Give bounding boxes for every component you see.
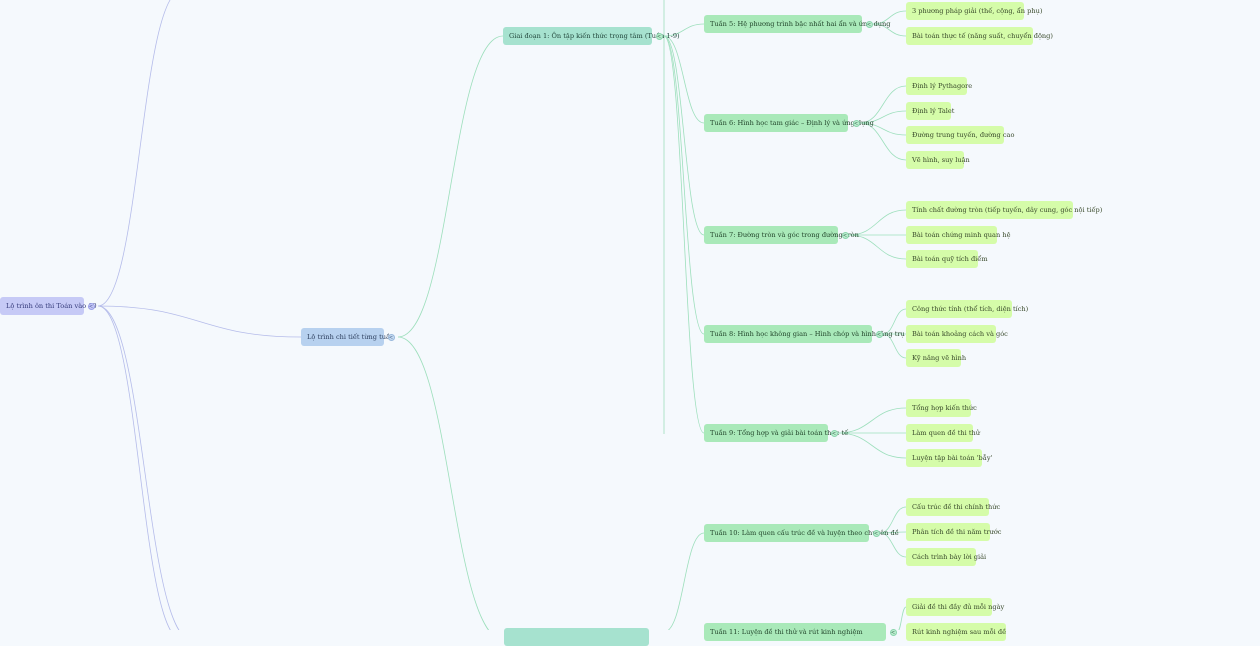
connector-week-5-leaf-3: [837, 432, 907, 459]
connector-week-3-leaf-1: [848, 209, 907, 236]
week-2-topic-2[interactable]: Định lý Talet: [906, 102, 954, 120]
connector-week-1-leaf-2: [872, 23, 907, 37]
week-3-topic-2[interactable]: Bài toán chứng minh quan hệ: [906, 226, 1010, 244]
week-2-topic-3[interactable]: Đường trung tuyến, đường cao: [906, 126, 1014, 144]
week-node-1[interactable]: Tuần 5: Hệ phương trình bậc nhất hai ẩn …: [704, 15, 891, 33]
week-2-topic-1[interactable]: Định lý Pythagore: [906, 77, 972, 95]
root-node[interactable]: Lộ trình ôn thi Toán vào 10: [0, 297, 97, 315]
connector-stage-to-week-2: [663, 35, 705, 124]
connector-week-2-leaf-4: [859, 122, 907, 161]
week-6-collapse-toggle[interactable]: <: [872, 529, 880, 537]
week-4-topic-2[interactable]: Bài toán khoảng cách và góc: [906, 325, 1008, 343]
branch-weekly-node[interactable]: Lộ trình chi tiết từng tuần: [301, 328, 394, 346]
connector-week-1-leaf-1: [872, 10, 907, 25]
connector-stage-to-week-6: [667, 532, 705, 630]
week-5-topic-2[interactable]: Làm quen đề thi thử: [906, 424, 980, 442]
week-3-topic-1[interactable]: Tính chất đường tròn (tiếp tuyến, dây cu…: [906, 201, 1102, 219]
mindmap-connectors: [97, 0, 907, 630]
stage1-collapse-toggle[interactable]: <: [655, 32, 663, 40]
connector-week-6-leaf-2: [879, 531, 907, 534]
week-node-3[interactable]: Tuần 7: Đường tròn và góc trong đường tr…: [704, 226, 859, 244]
connector-branch-to-stage2: [397, 336, 490, 630]
connector-week-3-leaf-3: [848, 234, 907, 260]
week-3-collapse-toggle[interactable]: <: [841, 231, 849, 239]
connector-week-4-leaf-3: [882, 333, 907, 359]
week-node-4[interactable]: Tuần 8: Hình học không gian – Hình chóp …: [704, 325, 905, 343]
connector-week-2-leaf-1: [859, 85, 907, 124]
week-1-topic-2[interactable]: Bài toán thực tế (năng suất, chuyển động…: [906, 27, 1053, 45]
week-2-topic-4[interactable]: Vẽ hình, suy luận: [906, 151, 970, 169]
connector-root-to-branch: [97, 305, 302, 338]
connector-week-6-leaf-3: [879, 532, 907, 558]
week-node-6[interactable]: Tuần 10: Làm quen cấu trúc đề và luyện t…: [704, 524, 899, 542]
week-6-topic-1[interactable]: Cấu trúc đề thi chính thức: [906, 498, 1000, 516]
connector-root-upper-branch: [97, 0, 171, 307]
week-4-topic-1[interactable]: Công thức tính (thể tích, diện tích): [906, 300, 1028, 318]
connector-stage-to-week-5: [663, 35, 705, 434]
connector-stage-to-week-1: [663, 23, 705, 37]
week-1-topic-1[interactable]: 3 phương pháp giải (thế, cộng, ẩn phụ): [906, 2, 1042, 20]
week-6-topic-2[interactable]: Phân tích đề thi năm trước: [906, 523, 1001, 541]
connector-week-4-leaf-1: [882, 308, 907, 335]
connector-week-7-leaf-1: [898, 606, 907, 630]
connector-branch-to-stage1: [397, 35, 504, 338]
week-6-topic-3[interactable]: Cách trình bày lời giải: [906, 548, 986, 566]
connector-week-5-leaf-1: [837, 407, 907, 434]
week-1-collapse-toggle[interactable]: <: [865, 20, 873, 28]
week-node-7[interactable]: Tuần 11: Luyện đề thi thử và rút kinh ng…: [704, 623, 886, 641]
week-node-2[interactable]: Tuần 6: Hình học tam giác – Định lý và ứ…: [704, 114, 874, 132]
connector-week-6-leaf-1: [879, 506, 907, 534]
stage1-node[interactable]: Giai đoạn 1: Ôn tập kiến thức trọng tâm …: [503, 27, 680, 45]
connector-week-2-leaf-2: [859, 110, 907, 124]
connector-stage-to-week-3: [663, 35, 705, 236]
week-5-topic-3[interactable]: Luyện tập bài toán 'bẫy': [906, 449, 992, 467]
connector-root-lower-branch-1: [97, 305, 171, 630]
week-5-topic-1[interactable]: Tổng hợp kiến thức: [906, 399, 977, 417]
connector-root-lower-branch-2: [97, 305, 180, 630]
week-2-collapse-toggle[interactable]: <: [852, 119, 860, 127]
branch-collapse-toggle[interactable]: <: [387, 333, 395, 341]
week-7-topic-1[interactable]: Giải đề thi đầy đủ mỗi ngày: [906, 598, 1004, 616]
week-4-topic-3[interactable]: Kỹ năng vẽ hình: [906, 349, 966, 367]
week-3-topic-3[interactable]: Bài toán quỹ tích điểm: [906, 250, 988, 268]
stage2-node-partial[interactable]: [504, 628, 649, 646]
week-7-topic-2[interactable]: Rút kinh nghiệm sau mỗi đề: [906, 623, 1006, 641]
root-collapse-toggle[interactable]: <: [87, 302, 95, 310]
week-4-collapse-toggle[interactable]: <: [875, 330, 883, 338]
week-node-5[interactable]: Tuần 9: Tổng hợp và giải bài toán thực t…: [704, 424, 848, 442]
connector-stage-to-week-4: [663, 35, 705, 335]
week-5-collapse-toggle[interactable]: <: [830, 429, 838, 437]
